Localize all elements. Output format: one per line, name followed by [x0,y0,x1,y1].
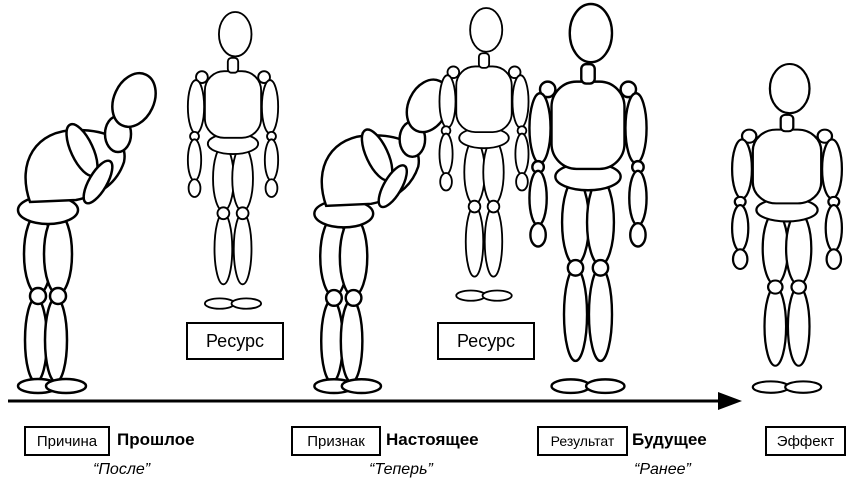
result-box: Результат [537,426,628,456]
figure-standing-effect [732,64,842,393]
sign-box: Признак [291,426,381,456]
resource-box-1: Ресурс [186,322,284,360]
figure-upright-resource-1 [188,12,278,309]
era-present-label: Настоящее [386,430,479,450]
era-future-label: Будущее [632,430,707,450]
quote-future: “Ранее” [634,461,691,479]
figure-standing-future [529,4,646,393]
era-past-label: Прошлое [117,430,195,450]
quote-past: “После” [93,461,150,479]
figure-bowing-past [18,66,164,393]
resource-box-2: Ресурс [437,322,535,360]
cause-box: Причина [24,426,110,456]
quote-present: “Теперь” [369,461,433,479]
figure-bowing-present [314,73,457,393]
timeline-arrowhead [718,392,742,410]
figure-upright-resource-2 [439,8,528,301]
effect-box: Эффект [765,426,846,456]
